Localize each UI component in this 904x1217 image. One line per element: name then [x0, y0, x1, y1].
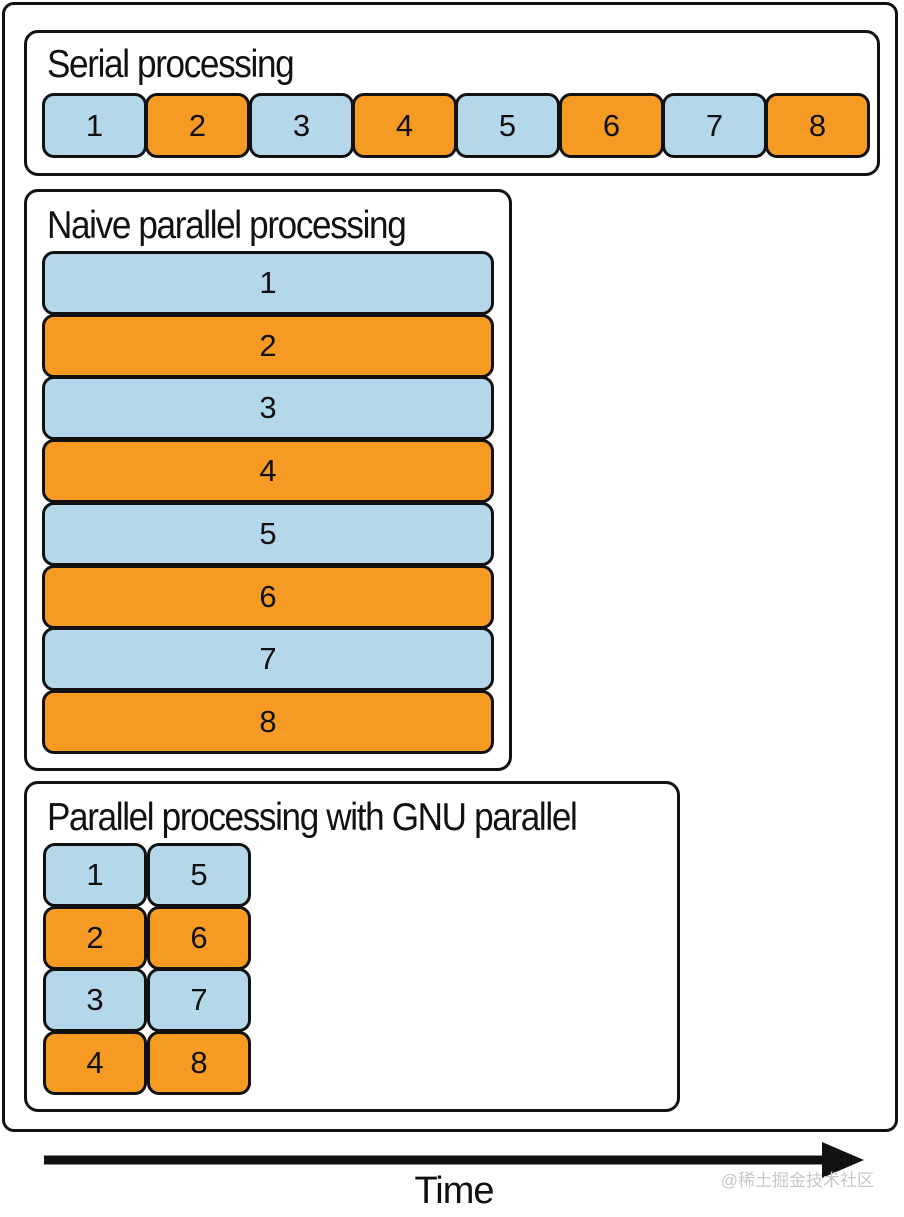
gnu-task-7: 7: [147, 968, 251, 1032]
naive-parallel-title: Naive parallel processing: [47, 204, 407, 247]
diagram-frame: [2, 2, 898, 1132]
serial-task-6: 6: [559, 93, 664, 158]
gnu-task-6: 6: [147, 906, 251, 970]
gnu-task-5: 5: [147, 843, 251, 907]
naive-task-1: 1: [42, 251, 494, 315]
naive-task-8: 8: [42, 690, 494, 754]
naive-task-6: 6: [42, 565, 494, 629]
serial-task-1: 1: [42, 93, 147, 158]
naive-task-7: 7: [42, 627, 494, 691]
naive-task-4: 4: [42, 439, 494, 503]
gnu-task-3: 3: [43, 968, 147, 1032]
right-arrow-icon: [822, 1142, 864, 1178]
serial-task-3: 3: [249, 93, 354, 158]
serial-task-2: 2: [145, 93, 250, 158]
gnu-task-8: 8: [147, 1031, 251, 1095]
serial-task-5: 5: [455, 93, 560, 158]
gnu-task-1: 1: [43, 843, 147, 907]
time-axis: [44, 1142, 864, 1178]
gnu-task-2: 2: [43, 906, 147, 970]
time-axis-label: Time: [414, 1170, 494, 1212]
gnu-task-4: 4: [43, 1031, 147, 1095]
serial-task-7: 7: [662, 93, 767, 158]
serial-task-4: 4: [352, 93, 457, 158]
naive-task-2: 2: [42, 314, 494, 378]
serial-processing-title: Serial processing: [47, 43, 295, 86]
gnu-parallel-title: Parallel processing with GNU parallel: [47, 796, 578, 839]
naive-task-3: 3: [42, 376, 494, 440]
watermark: @稀土掘金技术社区: [720, 1171, 874, 1190]
naive-task-5: 5: [42, 502, 494, 566]
serial-task-8: 8: [765, 93, 870, 158]
